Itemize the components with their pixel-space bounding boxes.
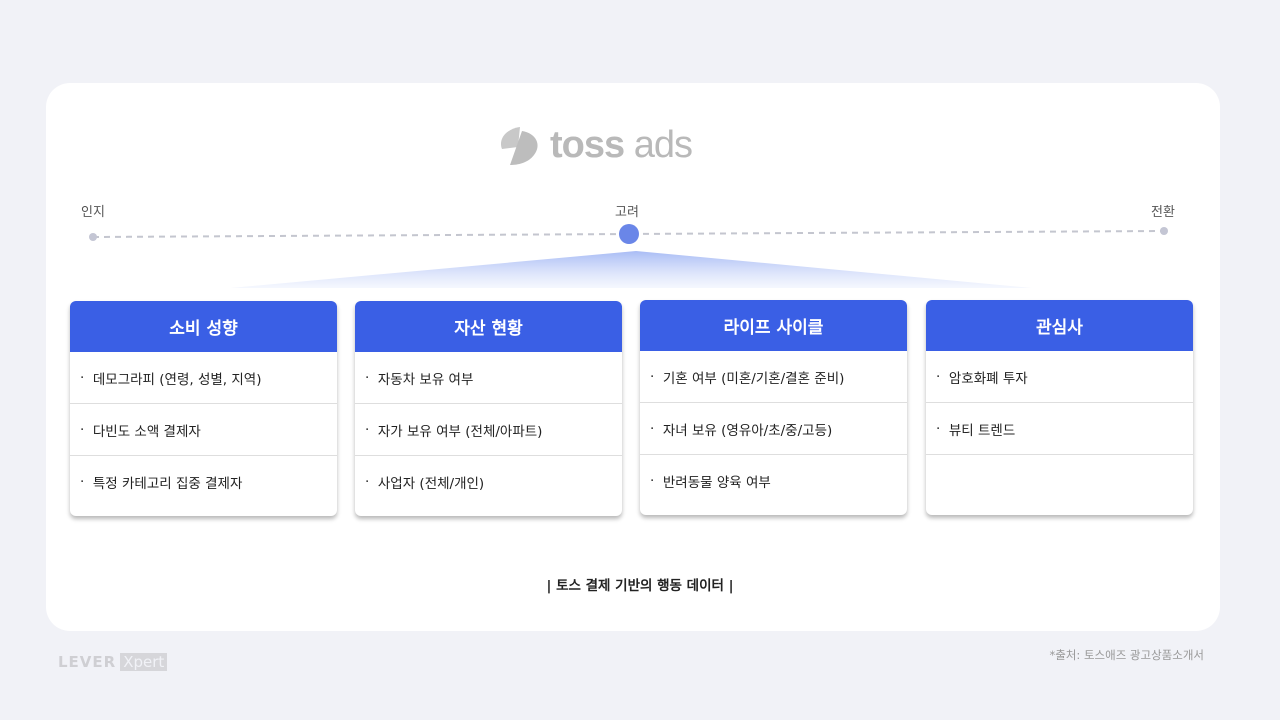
card-title: 라이프 사이클 (640, 300, 907, 351)
spotlight-funnel (230, 251, 1032, 288)
logo-text-ads: ads (633, 124, 693, 166)
stage-label-awareness: 인지 (81, 205, 105, 220)
card-assets: 자산 현황 · 자동차 보유 여부 · 자가 보유 여부 (전체/아파트) · … (355, 301, 622, 516)
list-item: · 특정 카테고리 집중 결제자 (80, 474, 243, 492)
stage-label-consideration: 고려 (615, 205, 639, 220)
card-title: 자산 현황 (355, 301, 622, 352)
list-item: · 반려동물 양육 여부 (650, 473, 771, 491)
list-item: · 사업자 (전체/개인) (365, 474, 485, 492)
list-item: · 데모그라피 (연령, 성별, 지역) (70, 352, 337, 404)
list-item: · 자동차 보유 여부 (355, 352, 622, 404)
stage-dot-consideration (619, 224, 639, 244)
stage-label-conversion: 전환 (1151, 205, 1175, 220)
footer-caption: | 토스 결제 기반의 행동 데이터 | (546, 578, 734, 594)
source-note: *출처: 토스애즈 광고상품소개서 (1049, 648, 1204, 662)
toss-ads-logo: toss ads (498, 124, 693, 167)
list-item: · 기혼 여부 (미혼/기혼/결혼 준비) (640, 351, 907, 403)
list-item: · 자가 보유 여부 (전체/아파트) (355, 404, 622, 456)
stage-dot-awareness (89, 233, 97, 241)
funnel-timeline (89, 224, 1168, 288)
card-interests: 관심사 · 암호화폐 투자 · 뷰티 트렌드 (926, 300, 1193, 515)
card-consumption: 소비 성향 · 데모그라피 (연령, 성별, 지역) · 다빈도 소액 결제자 … (70, 301, 337, 516)
list-item: · 자녀 보유 (영유아/초/중/고등) (640, 403, 907, 455)
logo-text-toss: toss (550, 124, 625, 166)
stage-dot-conversion (1160, 227, 1168, 235)
list-item: · 다빈도 소액 결제자 (70, 404, 337, 456)
card-title: 관심사 (926, 300, 1193, 351)
toss-logo-icon (500, 126, 538, 165)
list-item: · 암호화폐 투자 (926, 351, 1193, 403)
list-item: · 뷰티 트렌드 (926, 403, 1193, 455)
card-lifecycle: 라이프 사이클 · 기혼 여부 (미혼/기혼/결혼 준비) · 자녀 보유 (영… (640, 300, 907, 515)
list-item-empty (926, 455, 1193, 507)
timeline-line (92, 230, 1165, 238)
card-title: 소비 성향 (70, 301, 337, 352)
